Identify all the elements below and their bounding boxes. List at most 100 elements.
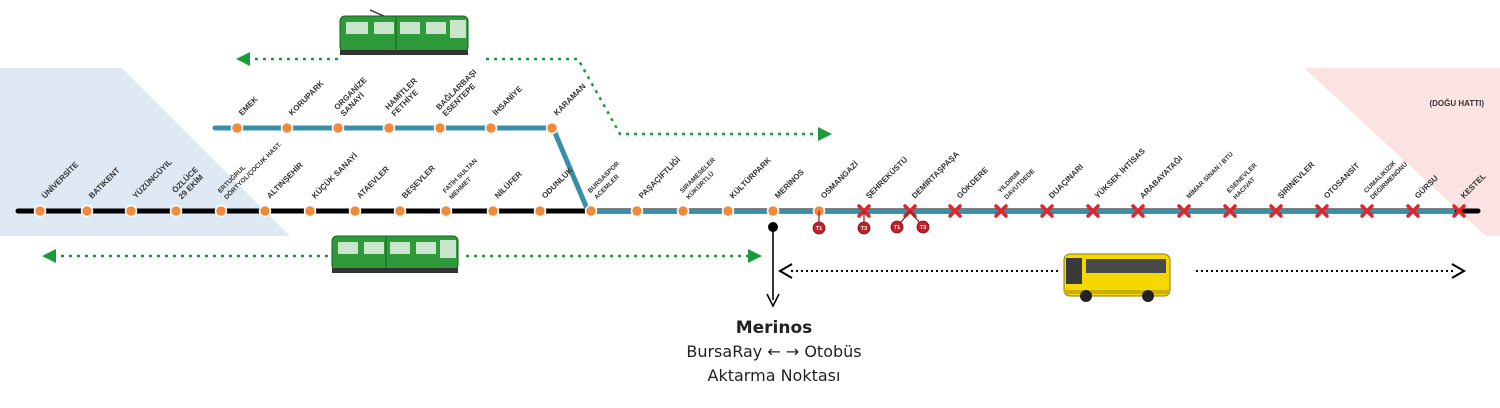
tram-transfer-tag: T1 <box>890 210 911 234</box>
station-dot <box>393 204 407 218</box>
bus-icon <box>1063 253 1171 302</box>
station-dot <box>280 121 294 135</box>
arrow-top-right <box>486 57 818 136</box>
station-dot <box>214 204 228 218</box>
station-label: SIRAMESELERKÜKÜRTLÜ <box>679 156 724 201</box>
station-label: BAĞLARBAŞIESENTEPE <box>434 68 484 118</box>
station-label: BEŞEVLER <box>400 163 437 200</box>
station-dot <box>545 121 559 135</box>
station-dot <box>721 204 735 218</box>
station-dot <box>676 204 690 218</box>
station-dot <box>258 204 272 218</box>
station-dot <box>230 121 244 135</box>
station-main: FATİH SULTANMEHMET <box>439 157 485 218</box>
closed-station-x-icon <box>1360 204 1374 218</box>
station-label: ARABAYATAĞI <box>1138 154 1184 200</box>
transfer-title: Merinos <box>735 318 813 338</box>
closed-station-x-icon <box>1269 204 1283 218</box>
station-main: GÖKDERE <box>948 165 990 218</box>
transfer-caption: Merinos BursaRay ← → Otobüs Aktarma Nokt… <box>624 316 924 388</box>
station-branch: KARAMAN <box>545 82 588 135</box>
svg-text:T1: T1 <box>894 225 900 231</box>
station-label: EMEK <box>237 95 260 118</box>
tram-top <box>339 9 469 55</box>
station-dot <box>630 204 644 218</box>
station-main: YÜKSEK İHTİSAS <box>1086 146 1147 218</box>
station-label: ORGANİZESANAYİ <box>332 75 375 118</box>
station-label: OTOSANSİT <box>1322 161 1361 200</box>
station-label: PAŞAÇİFTLİĞİ <box>637 155 682 200</box>
svg-text:T3: T3 <box>861 226 867 232</box>
closed-station-x-icon <box>1131 204 1145 218</box>
station-dot <box>331 121 345 135</box>
station-main: PAŞAÇİFTLİĞİ <box>630 155 682 218</box>
station-label: NİLÜFER <box>493 169 524 200</box>
arrow-top-left-head <box>236 52 250 66</box>
station-label: KÜÇÜK SANAYİ <box>310 151 359 200</box>
svg-text:T3: T3 <box>920 225 926 231</box>
closed-station-x-icon <box>994 204 1008 218</box>
transfer-modes: BursaRay ← → Otobüs <box>624 340 924 364</box>
west-zone-shade <box>0 68 290 236</box>
closed-station-x-icon <box>1177 204 1191 218</box>
station-label: KÜLTÜRPARK <box>728 155 773 200</box>
east-zone-shade <box>1304 68 1500 236</box>
station-branch: HAMİTLERFETHİYE <box>382 76 425 135</box>
station-label: DEMİRTAŞPAŞA <box>910 149 961 200</box>
tram-transfer-tag: T1 <box>812 211 826 235</box>
station-branch: KORUPARK <box>280 79 326 135</box>
station-branch: BAĞLARBAŞIESENTEPE <box>433 68 484 135</box>
station-label: DUAÇINARI <box>1047 162 1085 200</box>
arrow-bottom-left-head <box>42 249 56 263</box>
station-main: OSMANGAZİ T1 <box>812 159 860 235</box>
station-label: HAMİTLERFETHİYE <box>383 76 425 118</box>
tram-transfer-tag: T3 <box>909 210 930 234</box>
transfer-subtitle: Aktarma Noktası <box>707 366 841 385</box>
station-main: ALTINŞEHİR <box>258 160 305 218</box>
station-main: ŞİRİNEVLER <box>1269 160 1317 218</box>
arrow-bottom-right-head <box>748 249 762 263</box>
station-main: CUMALIKIZIKDEĞİRMENÖNÜ <box>1360 160 1409 218</box>
merinos-drop-arrowhead <box>766 293 780 308</box>
left-mode: BursaRay <box>686 342 763 361</box>
bus-arrow-left-head <box>778 263 793 279</box>
station-label: ESENEVLERHACIVAT <box>1226 162 1265 201</box>
arrow-top-right-head <box>818 127 832 141</box>
station-label: ATAEVLER <box>355 164 391 200</box>
station-dot <box>533 204 547 218</box>
station-label: YILDIRIMDAVUTDEDE <box>997 161 1037 201</box>
station-main: ESENEVLERHACIVAT <box>1223 162 1265 218</box>
tram-bottom <box>331 235 459 273</box>
station-main: ARABAYATAĞI <box>1131 154 1184 218</box>
station-dot <box>80 204 94 218</box>
station-main: OTOSANSİT <box>1315 161 1361 218</box>
station-dot <box>484 121 498 135</box>
closed-station-x-icon <box>1315 204 1329 218</box>
station-dot <box>439 204 453 218</box>
station-label: KARAMAN <box>552 82 588 118</box>
closed-station-x-icon <box>1223 204 1237 218</box>
station-label: FATİH SULTANMEHMET <box>441 157 485 201</box>
station-label: GÖKDERE <box>955 165 990 200</box>
closed-station-x-icon <box>1040 204 1054 218</box>
station-label: OSMANGAZİ <box>819 159 860 200</box>
station-dot <box>433 121 447 135</box>
station-dot <box>124 204 138 218</box>
tram-transfer-tag: T3 <box>857 211 871 235</box>
station-branch: ORGANİZESANAYİ <box>331 75 375 135</box>
station-dot <box>348 204 362 218</box>
station-label: İHSANİYE <box>491 84 525 118</box>
station-label: ALTINŞEHİR <box>265 160 305 200</box>
station-label: KORUPARK <box>287 79 326 118</box>
station-dot <box>303 204 317 218</box>
station-label: BURSASPORACEMLER <box>587 160 628 201</box>
bus-arrow-right-head <box>1451 263 1466 279</box>
station-label: ŞİRİNEVLER <box>1276 160 1316 200</box>
station-main: DUAÇINARI <box>1040 162 1085 218</box>
arrows-both-icon: ← → <box>767 342 800 361</box>
station-label: ODUNLUK <box>540 166 575 201</box>
region-label-right: (DOĞU HATTI) <box>1429 99 1484 108</box>
